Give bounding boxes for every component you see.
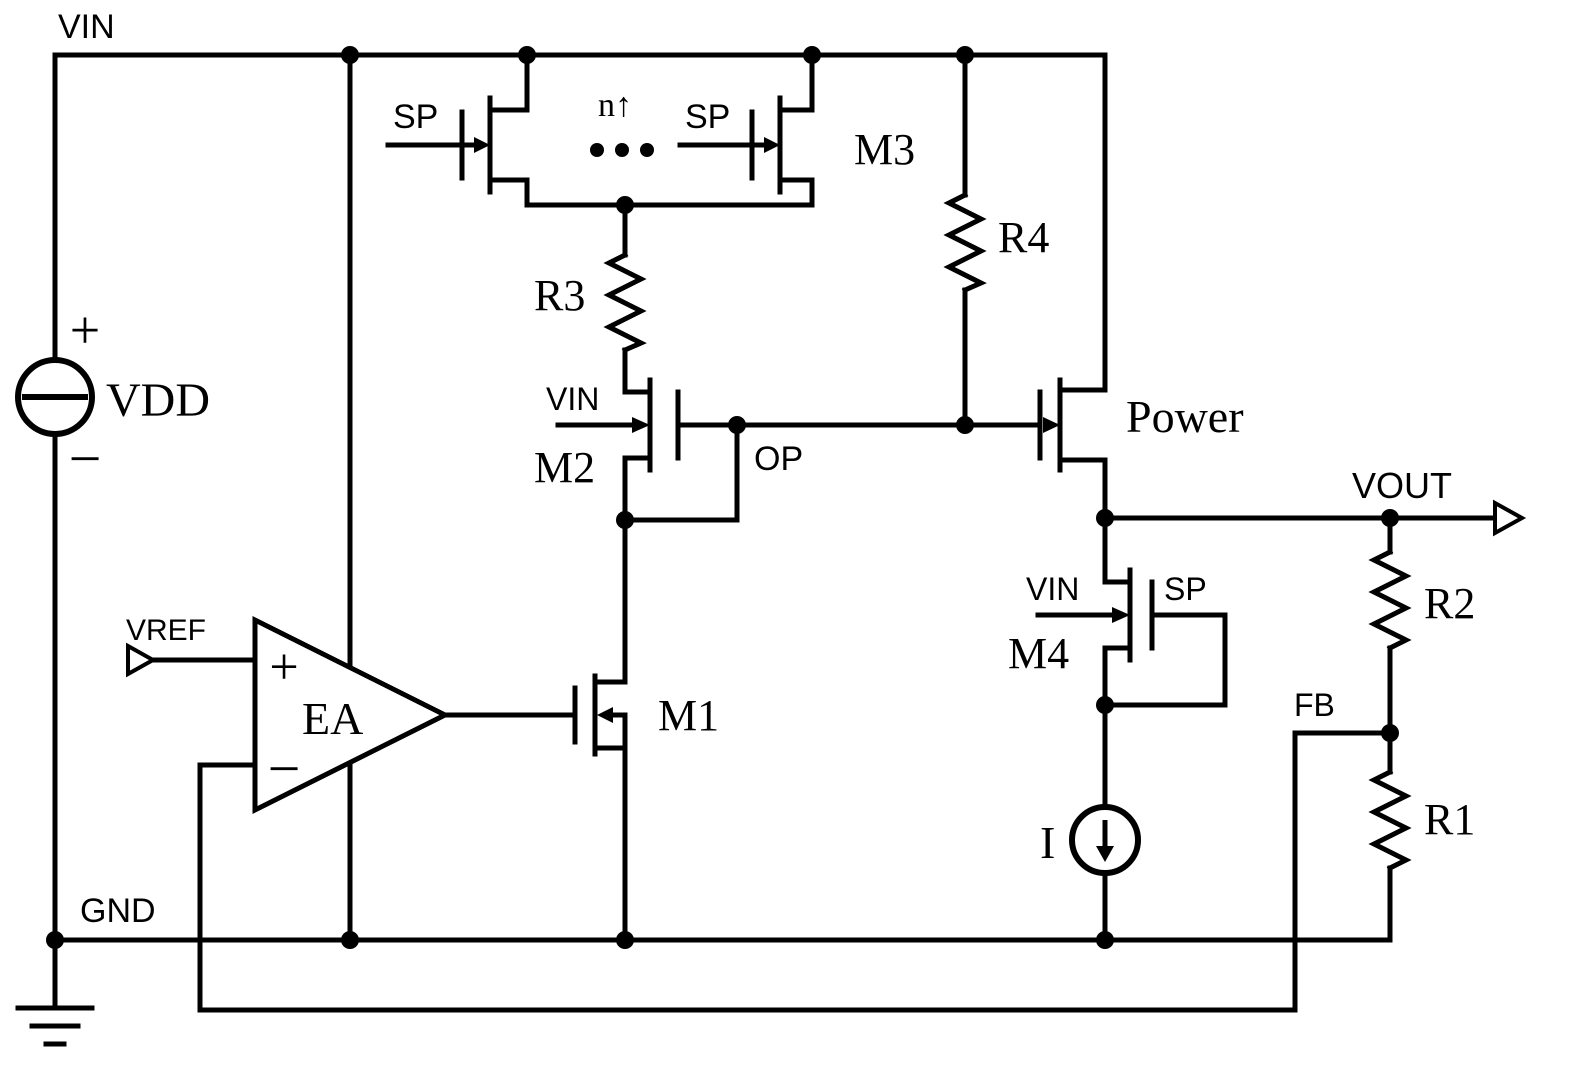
current-source (1069, 804, 1141, 876)
label-vout: VOUT (1352, 465, 1452, 506)
label-m4: M4 (1008, 629, 1069, 678)
m4-drain-lead (1102, 515, 1133, 585)
label-m2: M2 (534, 443, 595, 492)
label-n-multiplier: n↑ (598, 87, 632, 124)
junction-dot (728, 416, 746, 434)
labels: VIN GND + VDD − VREF + EA − SP n↑ SP M3 … (58, 8, 1475, 930)
label-r4: R4 (998, 213, 1049, 262)
label-op-node: OP (754, 440, 803, 478)
label-m1: M1 (658, 691, 719, 740)
junction-dot (803, 46, 821, 64)
label-sp2: SP (685, 98, 730, 136)
label-r2: R2 (1424, 579, 1475, 628)
op-step-wire (622, 422, 740, 523)
m1-body-arrow (597, 707, 613, 723)
error-amplifier (252, 615, 451, 815)
m3-body-arrow (764, 137, 780, 153)
label-sp1: SP (393, 98, 438, 136)
resistor-r1 (1368, 768, 1412, 872)
m3-drain-lead (777, 177, 815, 208)
vref-input-terminal (126, 642, 158, 678)
junction-dot (46, 931, 64, 949)
parallel-devices-ellipsis (590, 143, 654, 157)
ea-plus-sign: + (269, 639, 298, 696)
label-gnd-rail: GND (80, 892, 156, 930)
m3-source-lead (777, 52, 815, 113)
junction-dot (616, 196, 634, 214)
current-source-arrowhead (1096, 846, 1114, 862)
vdd-source (15, 357, 95, 437)
label-m4-vin: VIN (1026, 571, 1079, 607)
power-drain-lead (1057, 457, 1108, 521)
label-r1: R1 (1424, 795, 1475, 844)
label-vdd: VDD (106, 374, 210, 427)
resistor-r4 (943, 191, 987, 294)
transistor-arrows (474, 137, 1130, 723)
sp1-body-arrow (474, 137, 490, 153)
ellipsis-dot (615, 143, 629, 157)
ellipsis-dot (590, 143, 604, 157)
m2-source-lead (622, 455, 653, 523)
junction-dot (956, 416, 974, 434)
m2-vin-arrow (632, 417, 650, 433)
feedback-wire (197, 730, 1393, 1013)
junction-dot (1096, 696, 1114, 714)
m4-vin-arrow (1112, 607, 1130, 623)
junction-dot (616, 931, 634, 949)
label-vin-rail: VIN (58, 8, 115, 46)
junction-dot (341, 46, 359, 64)
junction-dots (46, 46, 1399, 949)
label-fb-node: FB (1294, 687, 1335, 723)
m4-source-lead (1102, 645, 1133, 708)
label-sp3: SP (1164, 571, 1207, 607)
m1-drain-lead (592, 517, 628, 685)
resistor-r3 (603, 251, 647, 354)
power-body-arrow (1043, 417, 1060, 433)
label-current-source: I (1040, 817, 1055, 868)
junction-dot (616, 511, 634, 529)
label-vref: VREF (126, 614, 206, 647)
junction-dot (341, 931, 359, 949)
label-r3: R3 (534, 271, 585, 320)
sp1-source-lead (487, 52, 530, 113)
junction-dot (1096, 509, 1114, 527)
label-power: Power (1126, 391, 1244, 442)
m1-body-tie (608, 712, 628, 751)
vout-output-terminal (1493, 499, 1527, 537)
junction-dot (518, 46, 536, 64)
wires (15, 52, 1498, 1047)
m4-gate-loop-wire (1102, 612, 1228, 708)
vin-rail-wire (52, 52, 1108, 393)
vdd-minus-sign: − (69, 426, 102, 491)
resistor-r2 (1368, 548, 1412, 652)
ellipsis-dot (640, 143, 654, 157)
junction-dot (1381, 509, 1399, 527)
vdd-plus-sign: + (70, 300, 100, 360)
label-m2-vin: VIN (546, 381, 599, 417)
ea-minus-sign: − (268, 736, 301, 801)
label-m3: M3 (854, 125, 915, 174)
junction-dot (1096, 931, 1114, 949)
m1-source-lead (592, 745, 628, 943)
label-ea: EA (302, 693, 363, 744)
junction-dot (956, 46, 974, 64)
junction-dot (1381, 724, 1399, 742)
sp1-drain-lead (487, 177, 530, 208)
